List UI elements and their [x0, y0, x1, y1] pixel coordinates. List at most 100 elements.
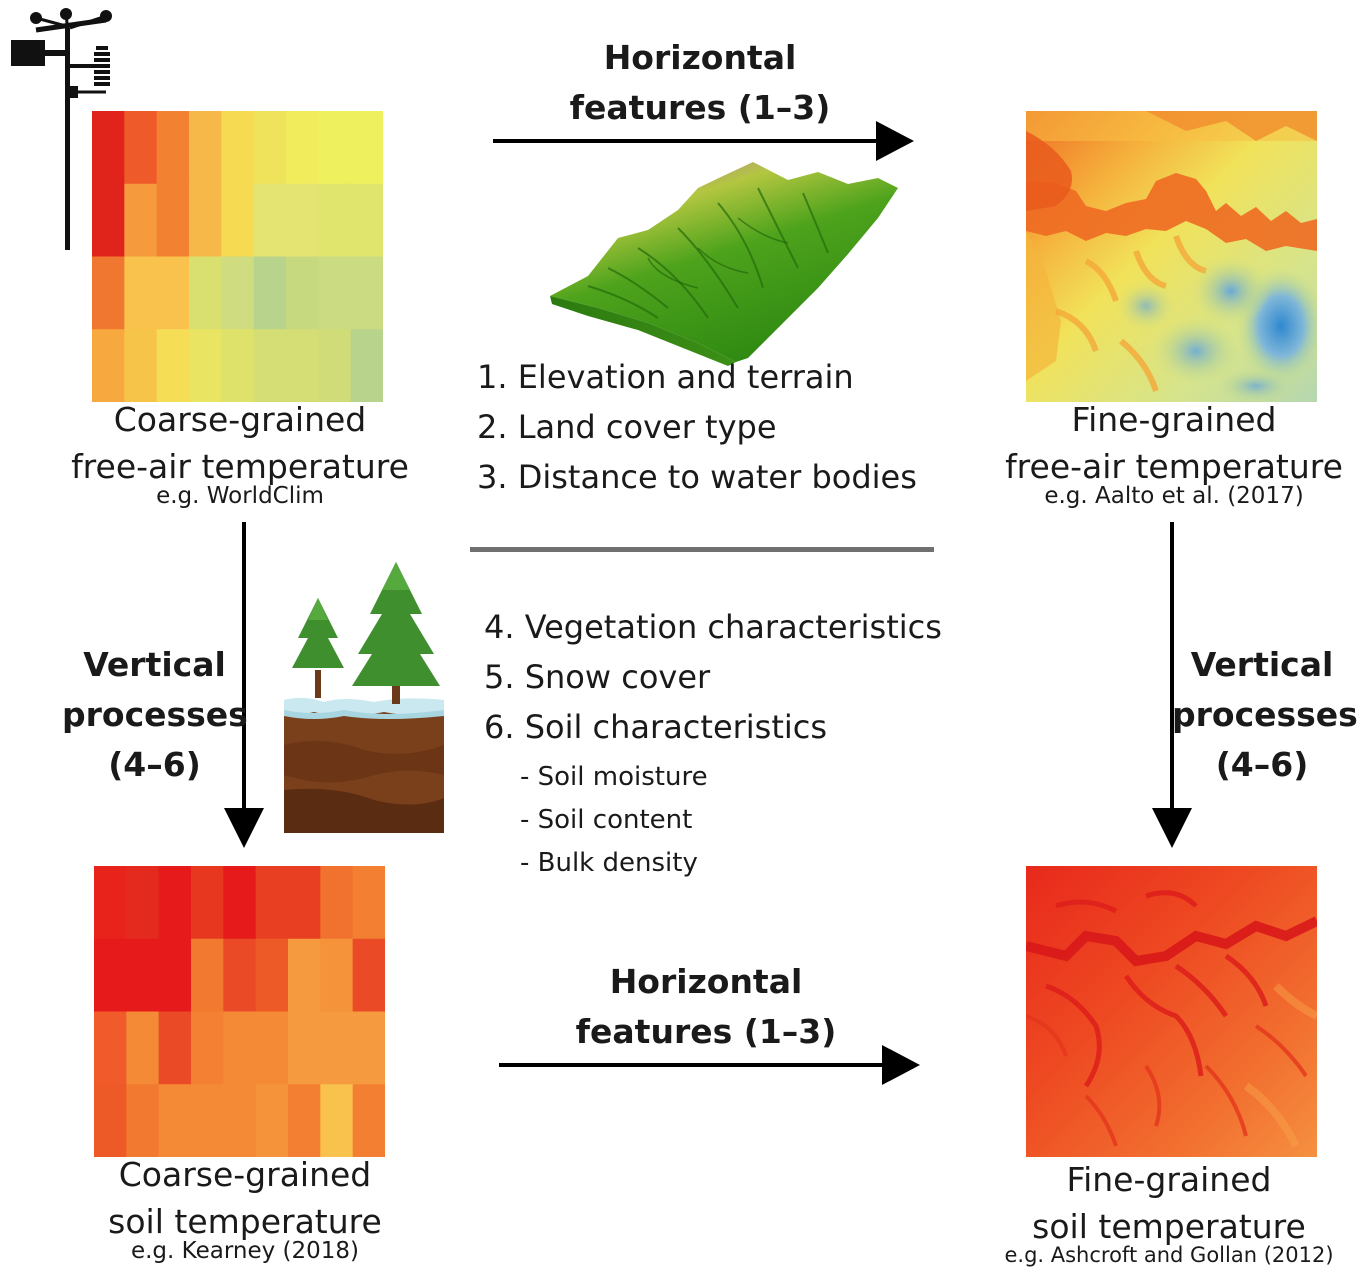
right-vertical-label: Vertical processes (4–6): [1172, 640, 1357, 790]
top-horizontal-label: Horizontal features (1–3): [540, 33, 860, 133]
vertical-processes-list: 4. Vegetation characteristics 5. Snow co…: [484, 602, 942, 752]
grid-cell: [124, 111, 158, 185]
grid-cell: [189, 256, 222, 330]
grid-cell: [320, 938, 354, 1013]
bottom-left-title-line1: Coarse-grained: [118, 1155, 372, 1194]
top-right-source: e.g. Aalto et al. (2017): [1044, 483, 1304, 509]
weather-station-icon: [11, 8, 112, 250]
list-item: - Soil content: [520, 805, 693, 835]
bottom-right-source: e.g. Ashcroft and Gollan (2012): [1004, 1243, 1334, 1267]
grid-cell: [156, 111, 190, 185]
bottom-right-label: Fine-grained soil temperature e.g. Ashcr…: [969, 1163, 1357, 1266]
grid-cell: [221, 256, 255, 330]
grid-cell: [253, 329, 287, 402]
bottom-horizontal-label: Horizontal features (1–3): [546, 957, 866, 1057]
grid-cell: [320, 1011, 354, 1085]
list-item: 4. Vegetation characteristics: [484, 608, 942, 646]
bottom-right-title-line2: soil temperature: [1032, 1207, 1306, 1246]
bottom-left-source: e.g. Kearney (2018): [130, 1238, 360, 1264]
section-divider: [470, 547, 934, 552]
grid-cell: [158, 866, 192, 940]
top-left-label: Coarse-grained free-air temperature e.g.…: [40, 403, 440, 508]
list-item: 6. Soil characteristics: [484, 708, 828, 746]
list-item: - Soil moisture: [520, 762, 708, 792]
grid-cell: [158, 1084, 192, 1157]
grid-cell: [286, 256, 319, 330]
list-item: - Bulk density: [520, 848, 698, 878]
left-vertical-arrow: [224, 522, 264, 848]
grid-cell: [156, 256, 190, 330]
grid-cell: [255, 1011, 289, 1085]
grid-cell: [92, 256, 125, 330]
top-right-label: Fine-grained free-air temperature e.g. A…: [974, 403, 1357, 508]
list-item: 5. Snow cover: [484, 658, 711, 696]
grid-cell: [350, 329, 383, 402]
top-left-title-line2: free-air temperature: [71, 447, 409, 486]
grid-cell: [352, 1011, 385, 1085]
grid-cell: [124, 183, 158, 258]
grid-cell: [94, 938, 127, 1013]
bottom-left-title-line2: soil temperature: [108, 1202, 382, 1241]
grid-cell: [156, 183, 190, 258]
grid-cell: [191, 938, 224, 1013]
grid-cell: [318, 256, 352, 330]
left-vertical-line2: processes: [62, 695, 248, 734]
grid-cell: [126, 866, 160, 940]
grid-cell: [286, 111, 319, 185]
top-horizontal-line2: features (1–3): [569, 88, 831, 127]
grid-cell: [126, 938, 160, 1013]
grid-cell: [94, 866, 127, 940]
grid-cell: [189, 329, 222, 402]
bottom-left-label: Coarse-grained soil temperature e.g. Kea…: [45, 1158, 445, 1263]
list-item: 3. Distance to water bodies: [477, 458, 917, 496]
grid-cell: [352, 938, 385, 1013]
grid-cell: [126, 1084, 160, 1157]
grid-cell: [352, 1084, 385, 1157]
grid-cell: [288, 1011, 321, 1085]
grid-cell: [318, 111, 352, 185]
right-vertical-arrow: [1152, 522, 1192, 848]
grid-cell: [253, 183, 287, 258]
grid-cell: [189, 183, 222, 258]
grid-cell: [288, 1084, 321, 1157]
list-item: 1. Elevation and terrain: [477, 358, 854, 396]
grid-cell: [124, 329, 158, 402]
grid-cell: [92, 329, 125, 402]
grid-cell: [318, 183, 352, 258]
coarse-air-temperature-map: [92, 111, 383, 402]
grid-cell: [221, 183, 255, 258]
left-vertical-line1: Vertical: [83, 645, 226, 684]
grid-cell: [92, 183, 125, 258]
right-vertical-line2: processes: [1172, 695, 1357, 734]
bottom-horizontal-line1: Horizontal: [609, 962, 803, 1001]
terrain-3d-icon: [550, 162, 898, 366]
grid-cell: [320, 866, 354, 940]
grid-cell: [255, 1084, 289, 1157]
bottom-right-title-line1: Fine-grained: [1066, 1160, 1272, 1199]
grid-cell: [286, 183, 319, 258]
grid-cell: [223, 1084, 257, 1157]
coarse-soil-temperature-map: [94, 866, 385, 1157]
top-right-title-line1: Fine-grained: [1071, 400, 1277, 439]
top-right-title-line2: free-air temperature: [1005, 447, 1343, 486]
grid-cell: [191, 1011, 224, 1085]
grid-cell: [286, 329, 319, 402]
top-horizontal-line1: Horizontal: [603, 38, 797, 77]
right-vertical-line1: Vertical: [1190, 645, 1334, 684]
grid-cell: [255, 938, 289, 1013]
grid-cell: [221, 111, 255, 185]
top-left-source: e.g. WorldClim: [156, 483, 324, 509]
grid-cell: [94, 1011, 127, 1085]
list-item: 2. Land cover type: [477, 408, 777, 446]
grid-cell: [350, 183, 383, 258]
grid-cell: [253, 256, 287, 330]
grid-cell: [221, 329, 255, 402]
grid-cell: [94, 1084, 127, 1157]
bottom-horizontal-arrow: [499, 1045, 920, 1085]
grid-cell: [288, 938, 321, 1013]
grid-cell: [126, 1011, 160, 1085]
top-horizontal-arrow: [493, 121, 914, 161]
grid-cell: [189, 111, 222, 185]
left-vertical-line3: (4–6): [108, 745, 201, 784]
grid-cell: [223, 866, 257, 940]
